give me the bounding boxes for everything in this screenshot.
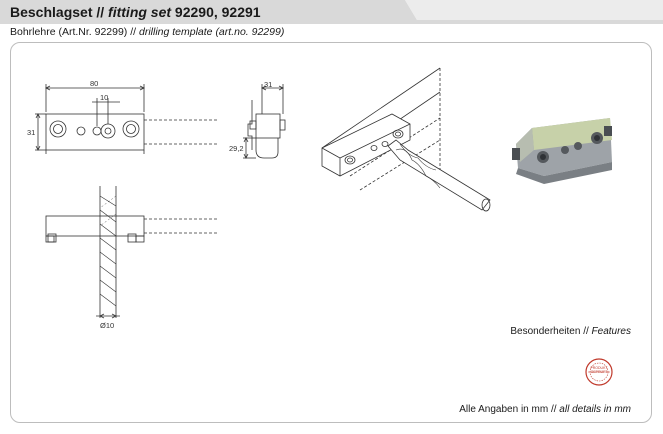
- dim-height-29-2: 29,2: [229, 144, 244, 153]
- isometric-view-drawing: [321, 67, 491, 212]
- dim-diameter-10: Ø10: [100, 321, 115, 330]
- front-view-drawing: [35, 84, 218, 154]
- page-title: Beschlagset // fitting set 92290, 92291: [10, 4, 261, 20]
- stamp-text: PRODUKT GEPRÜFT: [590, 366, 608, 374]
- details-label: Alle Angaben in mm // all details in mm: [459, 404, 631, 415]
- dim-depth-31-right: 31: [264, 80, 273, 89]
- top-view-drill-drawing: [45, 186, 218, 319]
- dim-width-80: 80: [90, 79, 99, 88]
- product-photo: [512, 118, 612, 184]
- header-bar: [0, 0, 663, 24]
- side-view-drawing: [243, 84, 286, 159]
- page-subtitle: Bohrlehre (Art.Nr. 92299) // drilling te…: [10, 26, 285, 38]
- quality-stamp: [585, 358, 613, 386]
- content-frame: [10, 42, 652, 423]
- features-label: Besonderheiten // Features: [510, 326, 631, 337]
- dim-offset-10: 10: [100, 93, 109, 102]
- dim-height-31-left: 31: [27, 128, 36, 137]
